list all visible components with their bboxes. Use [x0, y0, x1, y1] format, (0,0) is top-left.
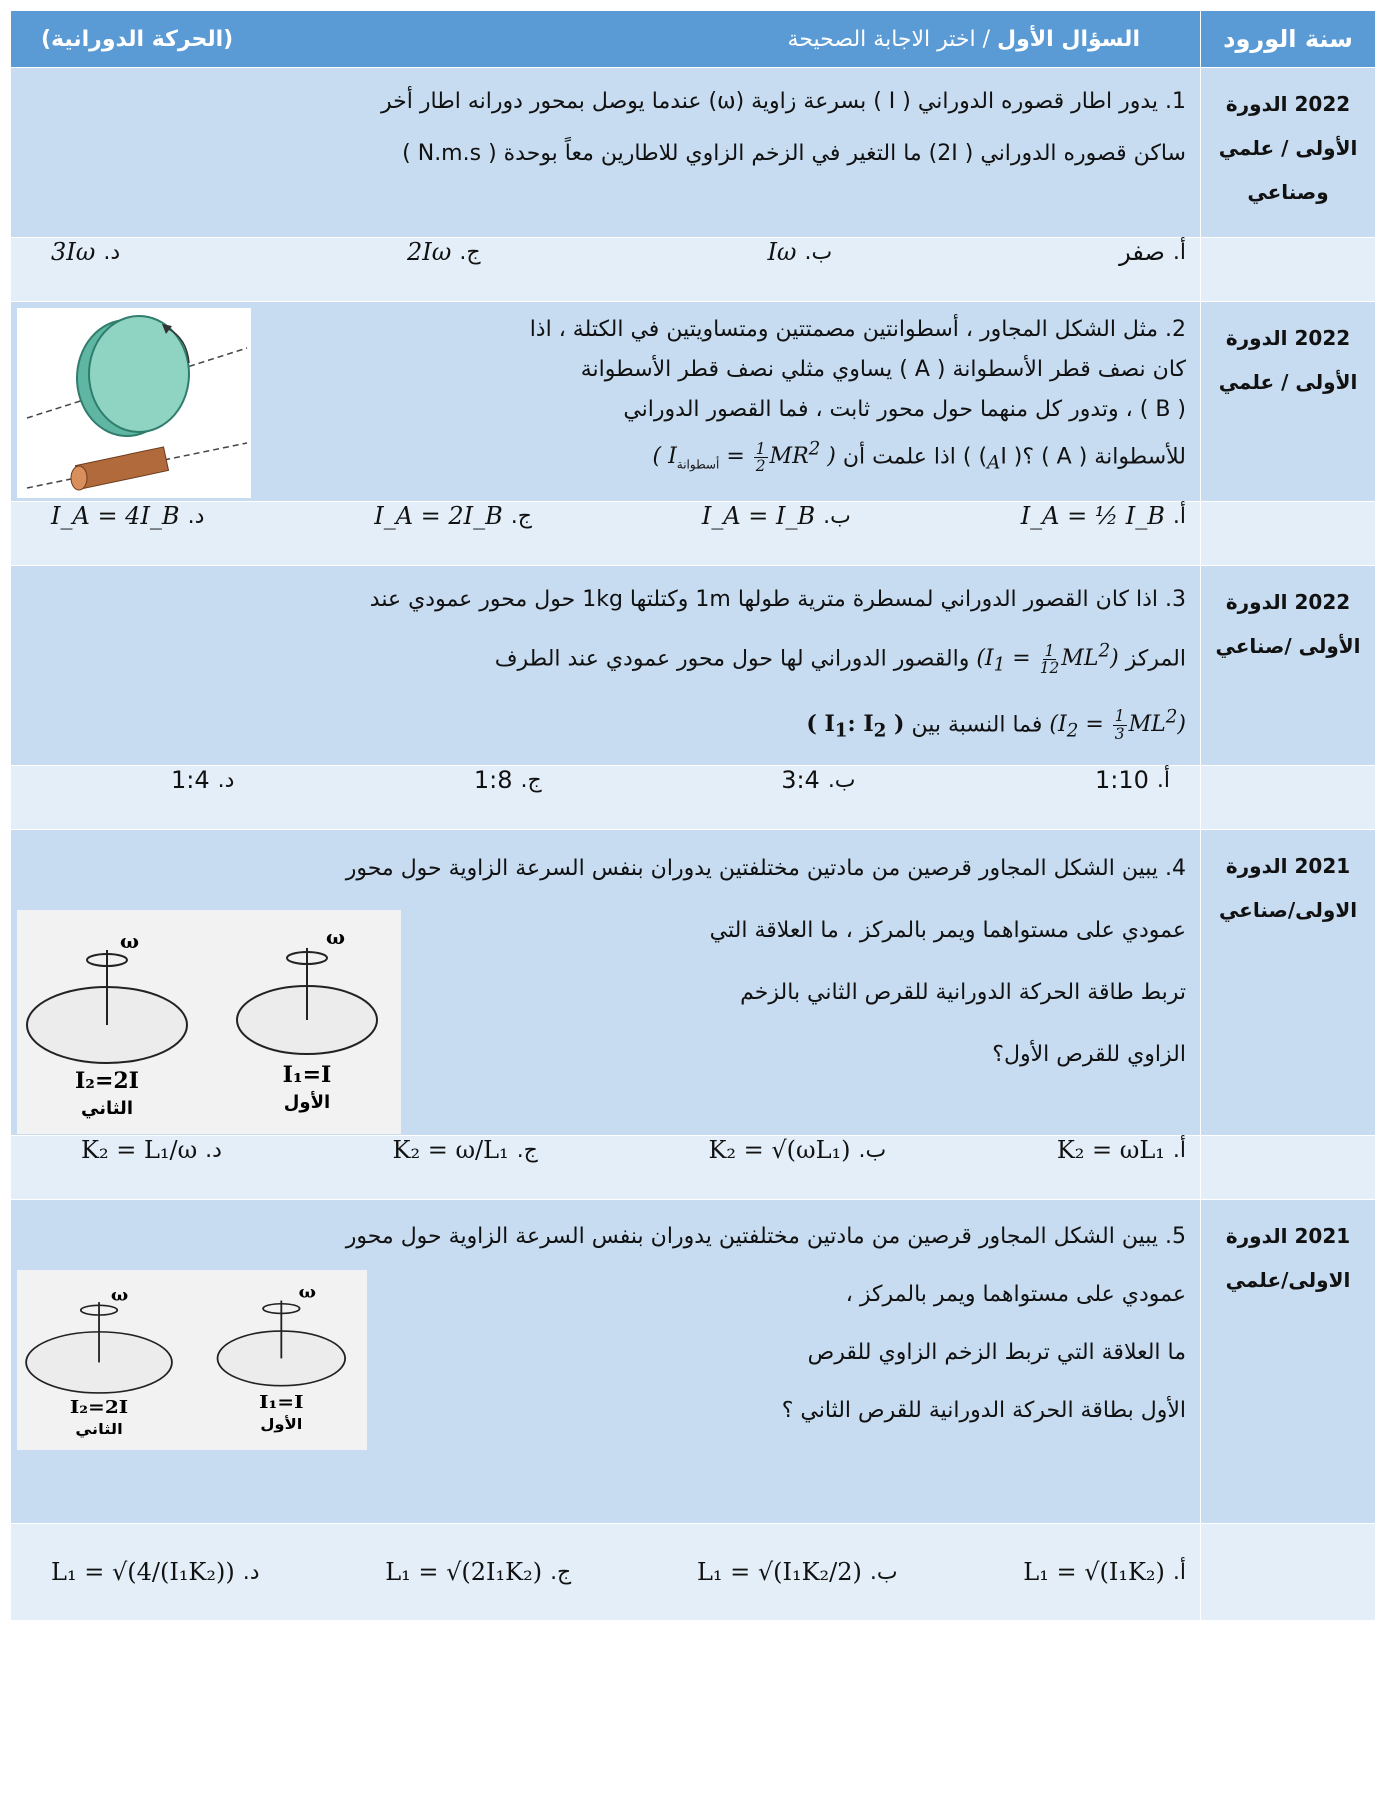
- svg-text:I₂=2I: I₂=2I: [70, 1398, 128, 1419]
- year-cell: 2021 الدورة الاولى/علمي: [1200, 1199, 1376, 1525]
- question-row-5: 2021 الدورة الاولى/علمي 5. يبين الشكل ال…: [10, 1199, 1376, 1525]
- disc-1-label: I₁=I: [283, 1062, 332, 1088]
- question-text: 2. مثل الشكل المجاور ، أسطوانتين مصمتتين…: [10, 301, 1201, 502]
- options-list: أ.صفر ب.Iω ج.2Iω د.3Iω: [11, 238, 1200, 266]
- cylinders-figure: [17, 308, 251, 498]
- option-b[interactable]: ب.L₁ = √(I₁K₂/2): [696, 1558, 898, 1587]
- omega-label: ω: [326, 925, 345, 949]
- question-row-2: 2022 الدورة الأولى / علمي 2. مثل الشكل ا…: [10, 301, 1376, 502]
- empty-year-cell: [1200, 237, 1376, 302]
- options-list: أ.1:10 ب.3:4 ج.1:8 د.1:4: [11, 766, 1200, 794]
- option-a[interactable]: أ.صفر: [1119, 238, 1186, 266]
- question-text: 5. يبين الشكل المجاور قرصين من مادتين مخ…: [10, 1199, 1201, 1525]
- svg-text:ω: ω: [299, 1284, 316, 1303]
- empty-year-cell: [1200, 1135, 1376, 1201]
- omega-label: ω: [120, 929, 139, 953]
- option-c[interactable]: ج.K₂ = ω/L₁: [392, 1136, 538, 1165]
- disc-2-label: I₂=2I: [75, 1068, 139, 1094]
- disc-2-sub: الثاني: [81, 1098, 133, 1119]
- questions-table: سنة الورود السؤال الأول / اختر الاجابة ا…: [10, 10, 1376, 1622]
- options-list: أ.L₁ = √(I₁K₂) ب.L₁ = √(I₁K₂/2) ج.L₁ = √…: [11, 1524, 1200, 1620]
- question-text: 4. يبين الشكل المجاور قرصين من مادتين مخ…: [10, 829, 1201, 1137]
- discs-figure: ω ω I₂=2I الثاني I₁=I الأول: [17, 910, 401, 1135]
- options-row-5: أ.L₁ = √(I₁K₂) ب.L₁ = √(I₁K₂/2) ج.L₁ = √…: [10, 1523, 1376, 1622]
- disc-1-sub: الأول: [284, 1091, 330, 1113]
- svg-text:ω: ω: [111, 1287, 128, 1306]
- option-a[interactable]: أ.L₁ = √(I₁K₂): [1023, 1558, 1186, 1587]
- question-text: 3. اذا كان القصور الدوراني لمسطرة مترية …: [10, 564, 1201, 767]
- options-list: أ.K₂ = ωL₁ ب.K₂ = √(ωL₁) ج.K₂ = ω/L₁ د.K…: [11, 1136, 1200, 1164]
- question-row-1: 2022 الدورة الأولى / علمي وصناعي 1. يدور…: [10, 67, 1376, 238]
- options-row-4: أ.K₂ = ωL₁ ب.K₂ = √(ωL₁) ج.K₂ = ω/L₁ د.K…: [10, 1135, 1376, 1201]
- year-cell: 2022 الدورة الأولى /صناعي: [1200, 564, 1376, 767]
- question-row-3: 2022 الدورة الأولى /صناعي 3. اذا كان الق…: [10, 564, 1376, 767]
- option-b[interactable]: ب.3:4: [781, 766, 856, 795]
- year-cell: 2022 الدورة الأولى / علمي: [1200, 301, 1376, 502]
- question-text: 1. يدور اطار قصوره الدوراني ( I ) بسرعة …: [10, 67, 1201, 238]
- option-d[interactable]: د.L₁ = √(4/(I₁K₂)): [51, 1558, 260, 1587]
- options-list: أ.I_A = ½ I_B ب.I_A = I_B ج.I_A = 2I_B د…: [11, 502, 1200, 530]
- option-c[interactable]: ج.L₁ = √(2I₁K₂): [385, 1558, 572, 1587]
- empty-year-cell: [1200, 1523, 1376, 1622]
- year-column-header: سنة الورود: [1200, 10, 1376, 68]
- empty-year-cell: [1200, 501, 1376, 566]
- option-c[interactable]: ج.I_A = 2I_B: [374, 502, 532, 530]
- option-d[interactable]: د.3Iω: [51, 238, 121, 266]
- option-a[interactable]: أ.1:10: [1094, 766, 1170, 795]
- year-cell: 2022 الدورة الأولى / علمي وصناعي: [1200, 67, 1376, 238]
- header-title-cell: السؤال الأول / اختر الاجابة الصحيحة (الح…: [10, 10, 1201, 68]
- options-row-3: أ.1:10 ب.3:4 ج.1:8 د.1:4: [10, 765, 1376, 831]
- svg-text:I₁=I: I₁=I: [259, 1393, 303, 1414]
- year-cell: 2021 الدورة الاولى/صناعي: [1200, 829, 1376, 1137]
- option-c[interactable]: ج.2Iω: [407, 238, 481, 266]
- empty-year-cell: [1200, 765, 1376, 831]
- option-d[interactable]: د.I_A = 4I_B: [51, 502, 205, 530]
- option-c[interactable]: ج.1:8: [473, 766, 542, 795]
- option-d[interactable]: د.K₂ = L₁/ω: [81, 1136, 222, 1165]
- options-row-1: أ.صفر ب.Iω ج.2Iω د.3Iω: [10, 237, 1376, 302]
- header-row: سنة الورود السؤال الأول / اختر الاجابة ا…: [10, 10, 1376, 68]
- options-row-2: أ.I_A = ½ I_B ب.I_A = I_B ج.I_A = 2I_B د…: [10, 501, 1376, 566]
- discs-figure: ω ω I₂=2I الثاني I₁=I الأول: [17, 1270, 367, 1451]
- option-b[interactable]: ب.K₂ = √(ωL₁): [708, 1136, 887, 1165]
- option-d[interactable]: د.1:4: [171, 766, 235, 795]
- option-a[interactable]: أ.I_A = ½ I_B: [1020, 502, 1186, 530]
- option-b[interactable]: ب.Iω: [767, 238, 833, 266]
- topic-title: (الحركة الدورانية): [41, 26, 234, 52]
- question-row-4: 2021 الدورة الاولى/صناعي 4. يبين الشكل ا…: [10, 829, 1376, 1137]
- option-a[interactable]: أ.K₂ = ωL₁: [1056, 1136, 1186, 1165]
- question-instruction: السؤال الأول / اختر الاجابة الصحيحة: [787, 26, 1140, 52]
- option-b[interactable]: ب.I_A = I_B: [701, 502, 851, 530]
- svg-text:الثاني: الثاني: [75, 1421, 122, 1439]
- svg-text:الأول: الأول: [260, 1416, 302, 1434]
